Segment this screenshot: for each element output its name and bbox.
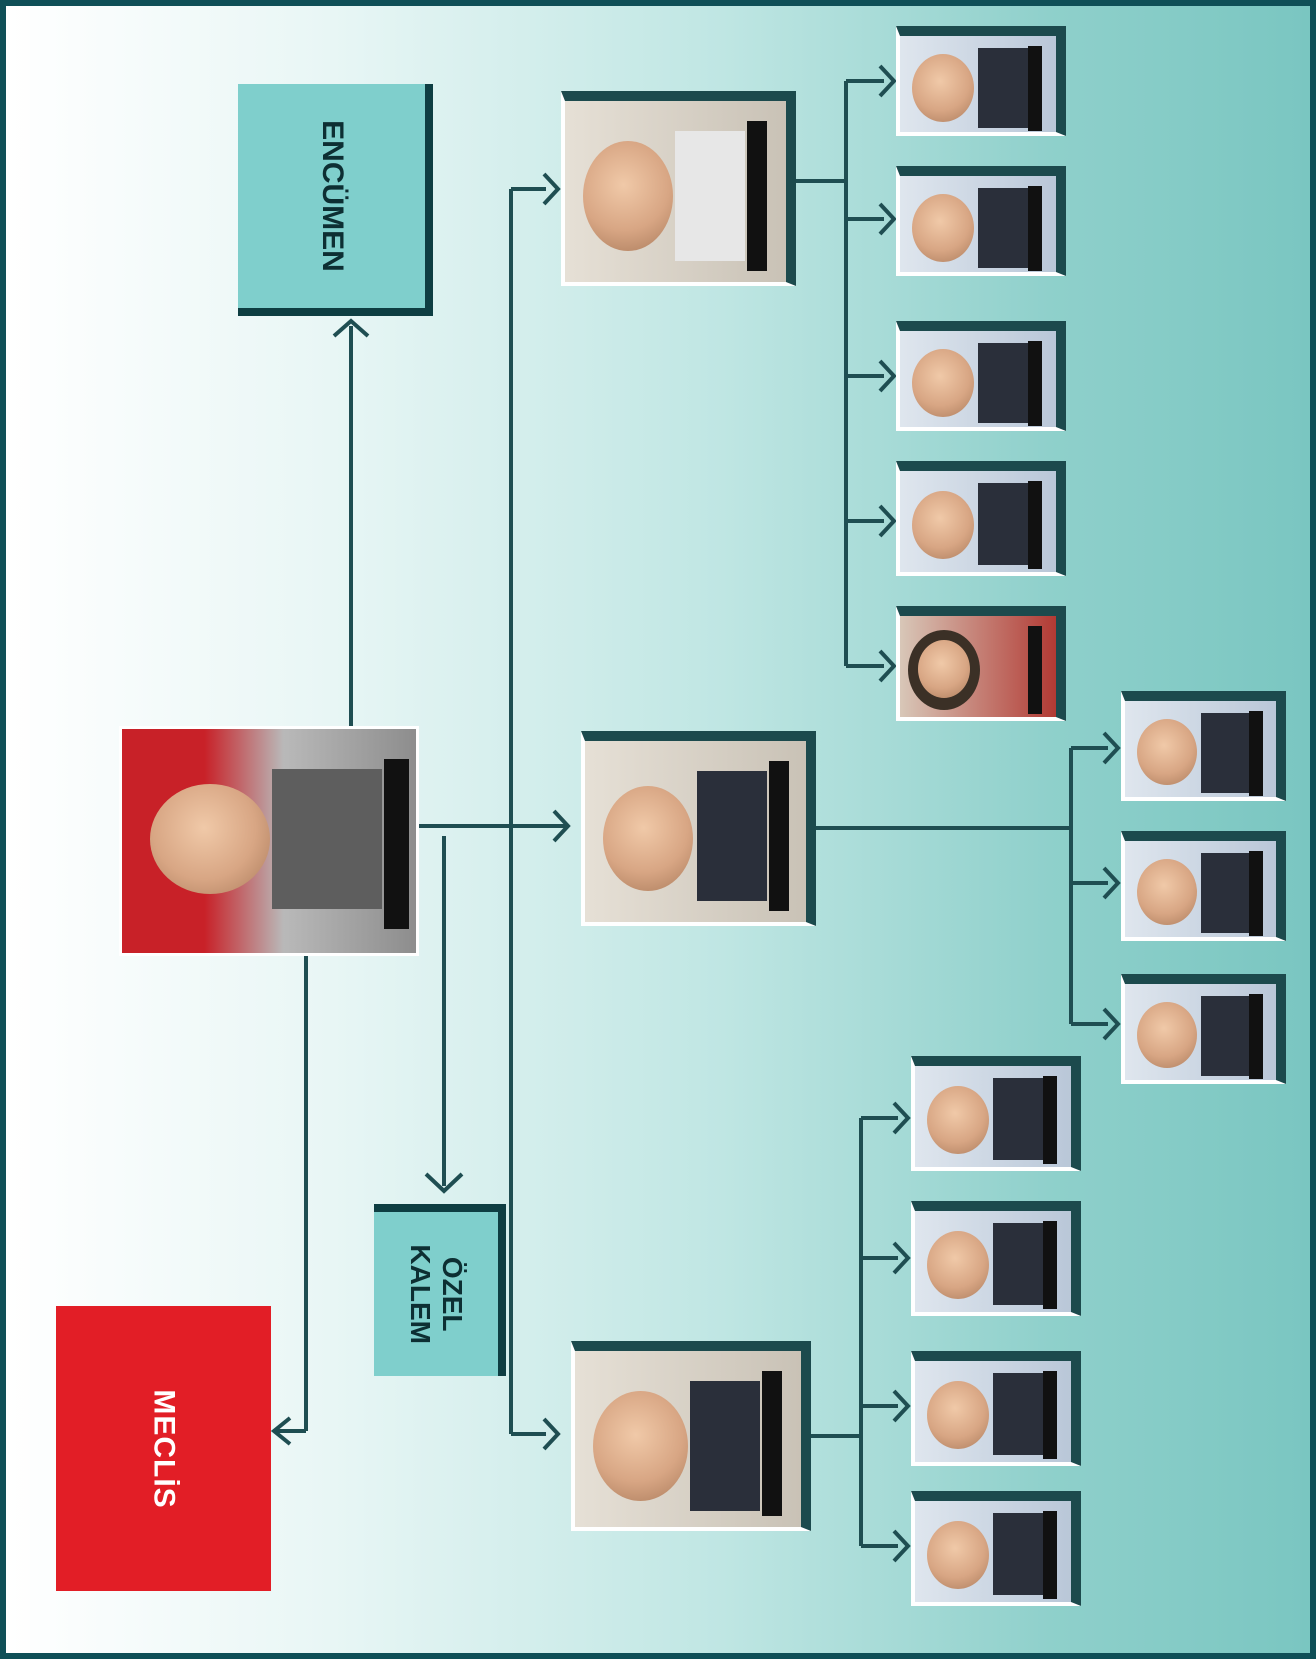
- encumen-box: ENCÜMEN: [238, 84, 433, 316]
- deputy-photo-3: [571, 1341, 811, 1531]
- mayor-photo: [119, 726, 419, 956]
- staff-photo-3: [896, 321, 1066, 431]
- meclis-box: MECLİS: [56, 1306, 271, 1591]
- encumen-label: ENCÜMEN: [315, 120, 349, 272]
- staff-photo-2: [896, 166, 1066, 276]
- ozel-kalem-label: ÖZEL KALEM: [404, 1244, 469, 1344]
- staff-photo-1: [896, 26, 1066, 136]
- meclis-label: MECLİS: [147, 1388, 181, 1509]
- deputy-photo-1: [561, 91, 796, 286]
- staff-photo-9: [911, 1056, 1081, 1171]
- connector-lines: [270, 64, 1121, 1563]
- staff-photo-6: [1121, 691, 1286, 801]
- ozel-kalem-box: ÖZEL KALEM: [374, 1204, 506, 1376]
- staff-photo-10: [911, 1201, 1081, 1316]
- staff-photo-8: [1121, 974, 1286, 1084]
- staff-photo-11: [911, 1351, 1081, 1466]
- deputy-photo-2: [581, 731, 816, 926]
- arrow-icon: [270, 64, 1121, 1563]
- staff-photo-7: [1121, 831, 1286, 941]
- staff-photo-4: [896, 461, 1066, 576]
- staff-photo-12: [911, 1491, 1081, 1606]
- staff-photo-5: [896, 606, 1066, 721]
